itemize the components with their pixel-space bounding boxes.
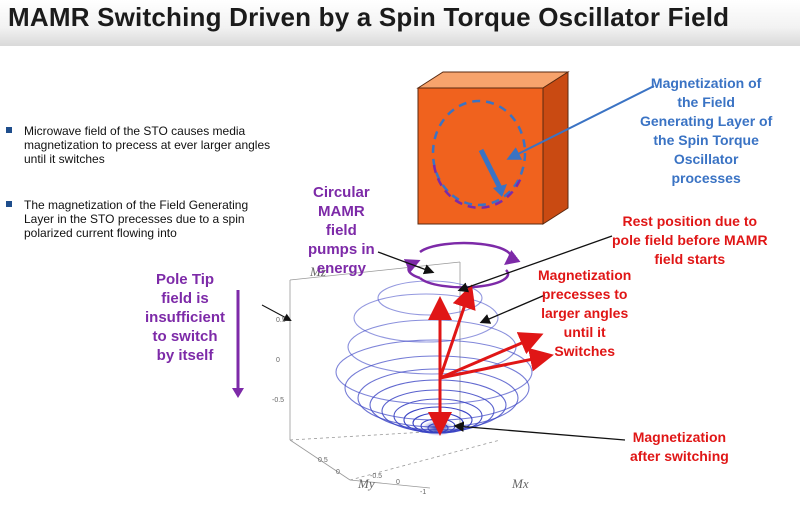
svg-text:-0.5: -0.5 xyxy=(272,397,284,404)
fgl-precession-upper xyxy=(431,99,527,207)
circular-mamr-label: Circular MAMR field pumps in energy xyxy=(308,184,375,277)
magnetization-arrows xyxy=(428,284,554,436)
title-bar: MAMR Switching Driven by a Spin Torque O… xyxy=(0,0,800,46)
mx-axis-label: Mx xyxy=(512,476,529,491)
precess-arrow-1 xyxy=(438,284,476,379)
precess-arrow-3 xyxy=(439,347,554,380)
circular-mamr-field xyxy=(403,241,521,289)
mz-axis-label: Mz xyxy=(310,264,326,279)
plot-tick-marks: 0.5 0 -0.5 0.5 0 -0.5 0 -1 xyxy=(272,317,426,496)
my-axis-label: My xyxy=(358,476,375,491)
svg-text:-1: -1 xyxy=(420,489,426,496)
plot-axes xyxy=(289,261,501,489)
svg-text:0.5: 0.5 xyxy=(276,317,286,324)
precession-spiral xyxy=(335,280,533,434)
svg-text:0.5: 0.5 xyxy=(318,457,328,464)
switched-state-glow xyxy=(422,420,454,436)
after-switching-label: Magnetization after switching xyxy=(630,429,729,464)
leader-lines xyxy=(261,85,655,441)
sto-cube xyxy=(416,71,570,225)
svg-text:-0.5: -0.5 xyxy=(370,473,382,480)
fgl-magnetization-label: Magnetization of the Field Generating La… xyxy=(640,75,773,186)
precess-arrow-2 xyxy=(439,332,544,380)
bullet-marker xyxy=(6,127,12,133)
pole-tip-label: Pole Tip field is insufficient to switch… xyxy=(145,271,226,364)
fgl-precession-lower xyxy=(432,164,524,209)
bullet-1-text: Microwave field of the STO causes media … xyxy=(24,124,271,166)
bullet-marker xyxy=(6,201,12,207)
page-title: MAMR Switching Driven by a Spin Torque O… xyxy=(8,2,730,32)
svg-text:0: 0 xyxy=(276,357,280,364)
svg-text:0: 0 xyxy=(396,479,400,486)
rest-position-label: Rest position due to pole field before M… xyxy=(612,213,768,267)
svg-text:0: 0 xyxy=(336,469,340,476)
precesses-label: Magnetization precesses to larger angles… xyxy=(538,267,632,359)
bullet-2-text: The magnetization of the Field Generatin… xyxy=(24,198,249,240)
fgl-magnetization-arrow xyxy=(478,148,503,190)
